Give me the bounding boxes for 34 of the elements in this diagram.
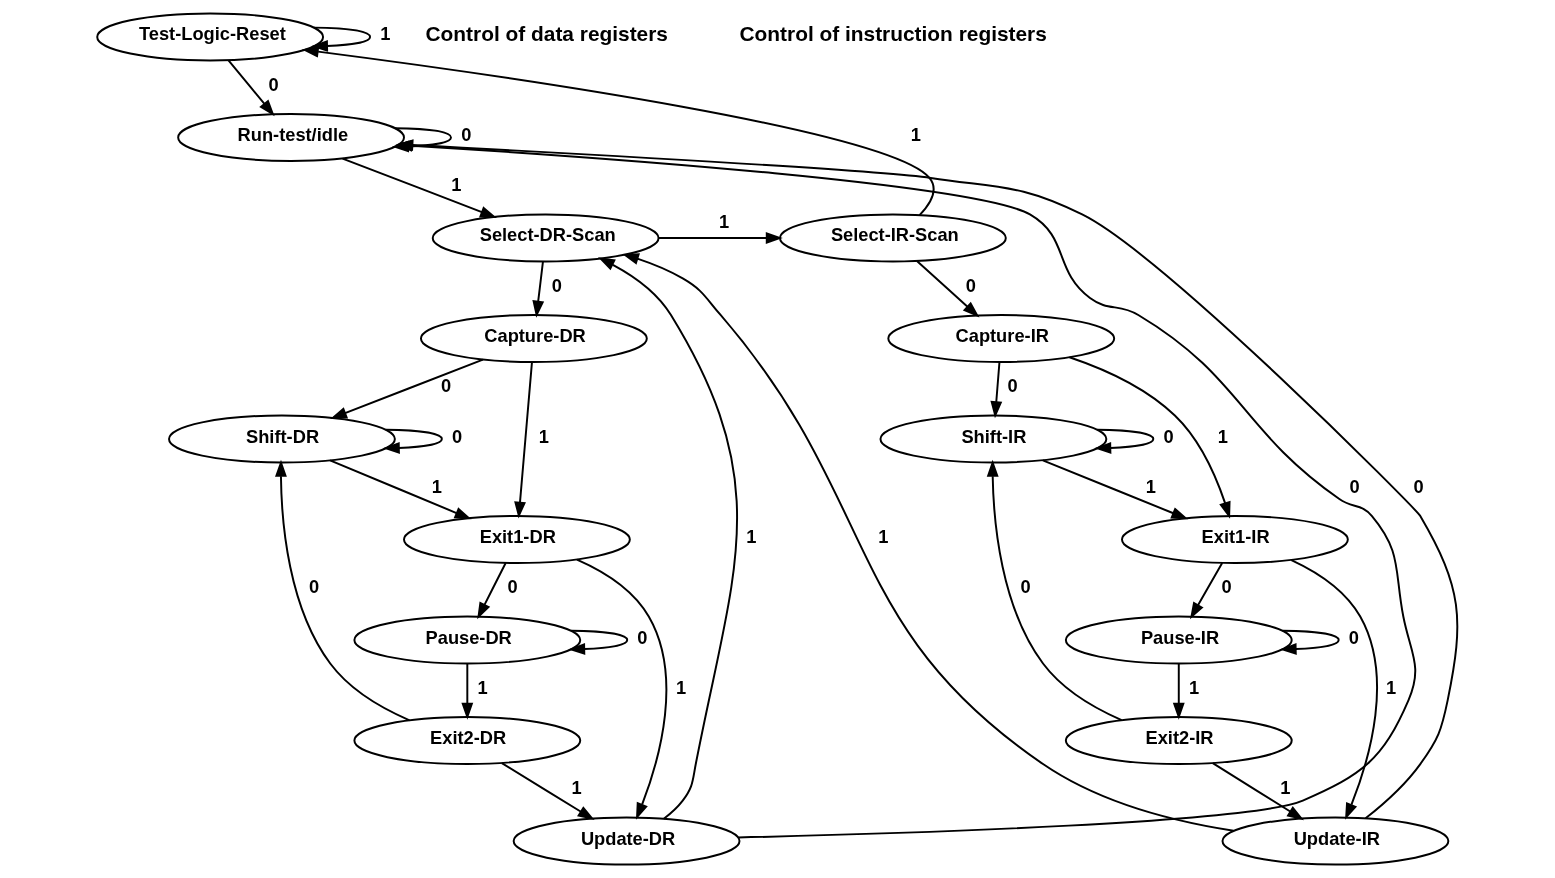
edge-label: 0 xyxy=(452,425,463,447)
edge-label: 0 xyxy=(637,626,648,648)
edge-label: 1 xyxy=(1386,676,1397,698)
edge-label: 0 xyxy=(507,576,518,598)
edge-label: 0 xyxy=(309,576,320,598)
edge-label: 1 xyxy=(571,777,582,799)
edge-label: 0 xyxy=(1221,576,1232,598)
edge-label: 1 xyxy=(1188,676,1200,698)
edge-label: 0 xyxy=(440,375,452,397)
edge-label: 0 xyxy=(1007,375,1018,397)
edge-label: 0 xyxy=(1348,626,1360,648)
edge-label: 1 xyxy=(675,676,687,698)
label: Control of data registers xyxy=(425,21,668,45)
edge-label: 1 xyxy=(878,526,889,548)
edge-label: 1 xyxy=(1280,777,1291,799)
edge-label: 1 xyxy=(538,425,549,447)
edge-label: 0 xyxy=(551,274,563,296)
edge-label: 1 xyxy=(746,526,757,548)
edge-label: 1 xyxy=(380,23,391,45)
edge-label: 0 xyxy=(1163,425,1174,447)
edge-label: 0 xyxy=(461,123,472,145)
edge-label: 0 xyxy=(268,73,279,95)
label: Control of instruction registers xyxy=(739,21,1047,45)
edge-label: 1 xyxy=(431,475,442,497)
edge-label: 1 xyxy=(1217,425,1228,447)
edge-label: 1 xyxy=(451,174,462,196)
edge-label: 1 xyxy=(718,210,730,232)
edge-label: 0 xyxy=(965,274,976,296)
edge-label: 1 xyxy=(910,123,922,145)
edge-label: 0 xyxy=(1349,475,1360,497)
edge-label: 0 xyxy=(1020,576,1031,598)
edge-label: 1 xyxy=(477,676,488,698)
edge-label: 1 xyxy=(1145,475,1157,497)
edge-label: 0 xyxy=(1413,475,1424,497)
